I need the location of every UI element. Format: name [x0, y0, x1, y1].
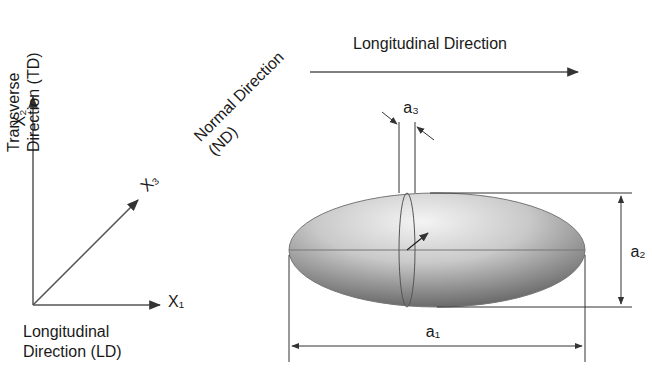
dimension-label: a₂ [630, 242, 645, 262]
dimension-label: a₃ [400, 98, 421, 118]
axis-title: Transverse Direction (TD) [4, 12, 44, 152]
axis-name: X₃ [137, 170, 163, 196]
ellipsoid [289, 193, 585, 307]
dimension-label: a₁ [423, 322, 443, 342]
direction-arrow [310, 71, 578, 73]
axis-name: X₂ [10, 110, 30, 127]
dimension-a2 [430, 193, 632, 307]
axis-title: Longitudinal Direction (LD) [23, 322, 153, 362]
dimension-a1 [289, 255, 585, 362]
axes [33, 97, 160, 305]
dimension-a3 [382, 112, 434, 193]
axis-title: Normal Direction (ND) [190, 40, 310, 160]
direction-label: Longitudinal Direction [353, 34, 507, 54]
axis-name: X₁ [168, 292, 184, 312]
